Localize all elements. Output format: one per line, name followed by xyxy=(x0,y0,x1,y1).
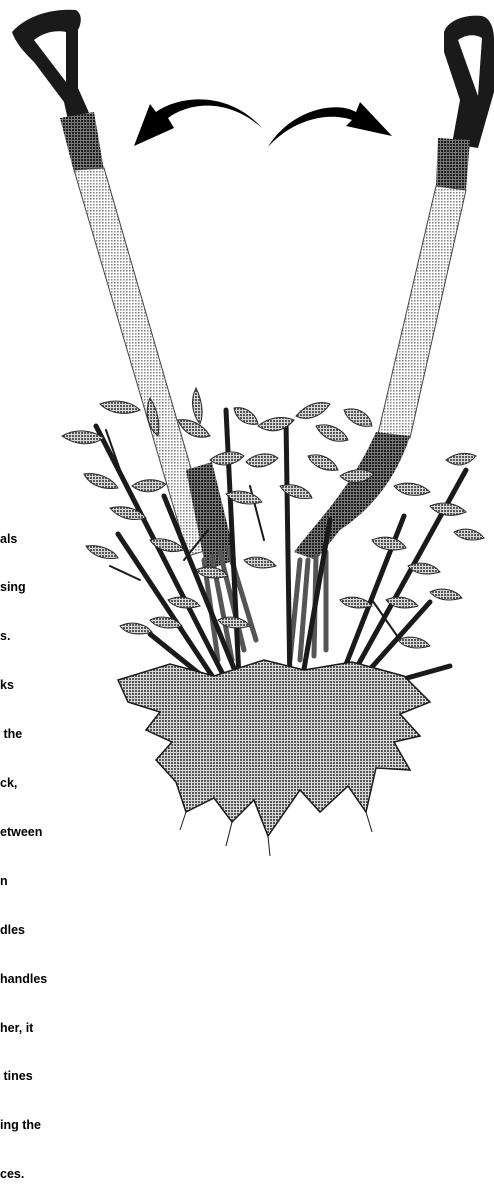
caption-line: s. xyxy=(0,628,120,644)
caption-line: handles xyxy=(0,971,120,987)
instruction-caption: als sing s. ks the ck, etween n dles han… xyxy=(0,498,120,1199)
caption-line: ing the xyxy=(0,1117,120,1133)
caption-line: ck, xyxy=(0,775,120,791)
caption-line: dles xyxy=(0,922,120,938)
left-curved-arrow-icon xyxy=(134,99,262,146)
caption-line: her, it xyxy=(0,1020,120,1036)
caption-line: ces. xyxy=(0,1166,120,1182)
caption-line: n xyxy=(0,873,120,889)
caption-line: etween xyxy=(0,824,120,840)
caption-line: tines xyxy=(0,1068,120,1084)
caption-line: ks xyxy=(0,677,120,693)
caption-line: the xyxy=(0,726,120,742)
root-ball xyxy=(118,660,430,836)
caption-line: als xyxy=(0,531,120,547)
plant-stems xyxy=(96,410,466,700)
caption-line: sing xyxy=(0,579,120,595)
right-curved-arrow-icon xyxy=(268,102,392,147)
